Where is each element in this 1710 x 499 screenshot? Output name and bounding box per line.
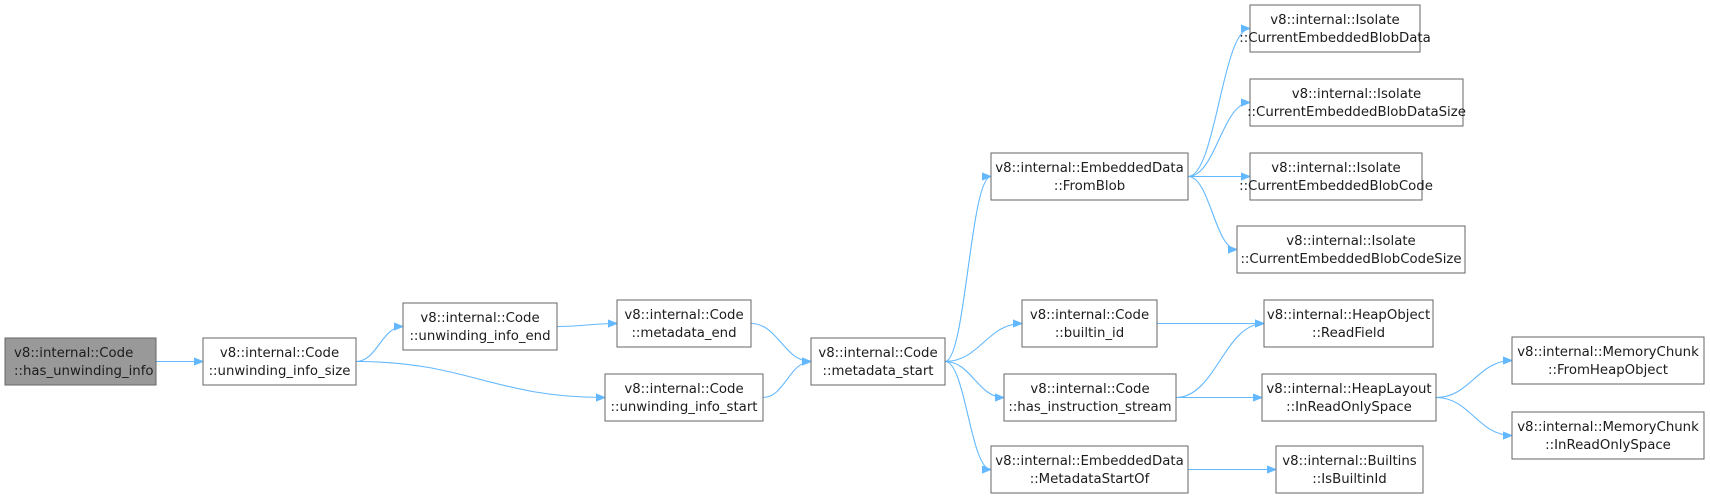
- node-function-label: ::metadata_start: [822, 364, 933, 379]
- node-function-label: ::InReadOnlySpace: [1545, 438, 1671, 453]
- node-box: [1249, 78, 1464, 127]
- node-box: [990, 445, 1189, 494]
- node-box: [202, 337, 357, 386]
- node-function-label: ::unwinding_info_size: [209, 364, 351, 379]
- node-namespace-label: v8::internal::EmbeddedData: [995, 454, 1184, 469]
- node-box: [1236, 225, 1466, 274]
- node-function-label: ::metadata_end: [631, 326, 736, 341]
- node-layer: v8::internal::Code::has_unwinding_infov8…: [4, 4, 1705, 494]
- node-box: [1249, 152, 1423, 201]
- node-blob-data-size[interactable]: v8::internal::Isolate::CurrentEmbeddedBl…: [1247, 78, 1466, 127]
- node-namespace-label: v8::internal::Code: [220, 346, 339, 361]
- node-unwinding-info-size[interactable]: v8::internal::Code::unwinding_info_size: [202, 337, 357, 386]
- node-function-label: ::IsBuiltinId: [1312, 472, 1386, 487]
- edge-from-blob-to-blob-data-size: [1187, 103, 1251, 178]
- edge-metadata-start-to-metadata-start-of: [944, 360, 992, 470]
- node-function-label: ::unwinding_info_end: [409, 329, 550, 344]
- node-box: [402, 302, 558, 351]
- node-function-label: ::has_unwinding_info: [14, 364, 154, 379]
- node-namespace-label: v8::internal::Code: [1030, 382, 1149, 397]
- node-blob-code-size[interactable]: v8::internal::Isolate::CurrentEmbeddedBl…: [1236, 225, 1466, 274]
- node-from-blob[interactable]: v8::internal::EmbeddedData::FromBlob: [990, 152, 1189, 201]
- node-function-label: ::InReadOnlySpace: [1286, 400, 1412, 415]
- node-namespace-label: v8::internal::Isolate: [1286, 234, 1416, 249]
- node-function-label: ::unwinding_info_start: [610, 400, 757, 415]
- node-blob-data[interactable]: v8::internal::Isolate::CurrentEmbeddedBl…: [1239, 4, 1431, 53]
- edge-unwinding-info-end-to-metadata-end: [556, 324, 617, 327]
- node-is-builtin-id[interactable]: v8::internal::Builtins::IsBuiltinId: [1275, 445, 1424, 494]
- node-box: [4, 337, 157, 386]
- node-function-label: ::ReadField: [1312, 326, 1385, 341]
- node-box: [1021, 299, 1158, 348]
- node-box: [1249, 4, 1421, 53]
- node-namespace-label: v8::internal::Isolate: [1271, 161, 1401, 176]
- node-box: [810, 337, 946, 386]
- node-namespace-label: v8::internal::Code: [14, 346, 133, 361]
- edge-metadata-start-to-builtin-id: [944, 324, 1022, 363]
- node-namespace-label: v8::internal::Isolate: [1270, 13, 1400, 28]
- node-function-label: ::FromHeapObject: [1548, 363, 1668, 378]
- node-function-label: ::has_instruction_stream: [1008, 400, 1171, 415]
- node-unwinding-info-start[interactable]: v8::internal::Code::unwinding_info_start: [604, 373, 764, 422]
- edge-metadata-start-to-has-instruction-stream: [944, 360, 1004, 398]
- node-box: [1003, 373, 1177, 422]
- node-blob-code[interactable]: v8::internal::Isolate::CurrentEmbeddedBl…: [1239, 152, 1433, 201]
- node-metadata-end[interactable]: v8::internal::Code::metadata_end: [616, 299, 752, 348]
- node-namespace-label: v8::internal::Code: [624, 382, 743, 397]
- node-function-label: ::builtin_id: [1055, 326, 1124, 341]
- edge-in-read-only-space-to-from-heap-object: [1435, 361, 1512, 399]
- node-namespace-label: v8::internal::Code: [1030, 308, 1149, 323]
- node-unwinding-info-end[interactable]: v8::internal::Code::unwinding_info_end: [402, 302, 558, 351]
- node-box: [1511, 336, 1705, 385]
- edge-unwinding-info-size-to-unwinding-info-end: [355, 327, 404, 363]
- node-from-heap-object[interactable]: v8::internal::MemoryChunk::FromHeapObjec…: [1511, 336, 1705, 385]
- node-namespace-label: v8::internal::Code: [818, 346, 937, 361]
- node-function-label: ::CurrentEmbeddedBlobCode: [1239, 179, 1433, 194]
- node-has-instruction-stream[interactable]: v8::internal::Code::has_instruction_stre…: [1003, 373, 1177, 422]
- node-namespace-label: v8::internal::Code: [624, 308, 743, 323]
- edge-metadata-start-to-from-blob: [944, 177, 992, 363]
- edge-from-blob-to-blob-data: [1187, 29, 1251, 178]
- node-namespace-label: v8::internal::HeapObject: [1267, 308, 1430, 323]
- node-box: [1263, 299, 1434, 348]
- node-namespace-label: v8::internal::Isolate: [1292, 87, 1422, 102]
- edge-unwinding-info-size-to-unwinding-info-start: [355, 360, 605, 398]
- node-has-unwinding-info[interactable]: v8::internal::Code::has_unwinding_info: [4, 337, 157, 386]
- node-metadata-start[interactable]: v8::internal::Code::metadata_start: [810, 337, 946, 386]
- node-namespace-label: v8::internal::EmbeddedData: [995, 161, 1184, 176]
- node-function-label: ::FromBlob: [1054, 179, 1125, 194]
- node-box: [1511, 411, 1705, 460]
- node-function-label: ::CurrentEmbeddedBlobCodeSize: [1240, 252, 1461, 267]
- edge-from-blob-to-blob-code-size: [1187, 175, 1238, 250]
- edge-layer: [156, 29, 1512, 470]
- node-function-label: ::MetadataStartOf: [1030, 472, 1150, 487]
- edge-has-instruction-stream-to-read-field: [1175, 324, 1264, 399]
- edge-metadata-end-to-metadata-start: [750, 322, 811, 362]
- node-namespace-label: v8::internal::MemoryChunk: [1517, 420, 1699, 435]
- node-builtin-id[interactable]: v8::internal::Code::builtin_id: [1021, 299, 1158, 348]
- node-box: [990, 152, 1189, 201]
- node-namespace-label: v8::internal::Builtins: [1282, 454, 1417, 469]
- node-namespace-label: v8::internal::Code: [420, 311, 539, 326]
- node-namespace-label: v8::internal::HeapLayout: [1266, 382, 1431, 397]
- node-function-label: ::CurrentEmbeddedBlobDataSize: [1247, 105, 1466, 120]
- edge-in-read-only-space-to-chunk-in-ro-space: [1435, 396, 1512, 436]
- node-in-read-only-space[interactable]: v8::internal::HeapLayout::InReadOnlySpac…: [1261, 373, 1437, 422]
- node-read-field[interactable]: v8::internal::HeapObject::ReadField: [1263, 299, 1434, 348]
- node-box: [1261, 373, 1437, 422]
- node-function-label: ::CurrentEmbeddedBlobData: [1239, 31, 1431, 46]
- node-box: [1275, 445, 1424, 494]
- node-namespace-label: v8::internal::MemoryChunk: [1517, 345, 1699, 360]
- node-metadata-start-of[interactable]: v8::internal::EmbeddedData::MetadataStar…: [990, 445, 1189, 494]
- node-box: [604, 373, 764, 422]
- node-chunk-in-ro-space[interactable]: v8::internal::MemoryChunk::InReadOnlySpa…: [1511, 411, 1705, 460]
- edge-unwinding-info-start-to-metadata-start: [762, 362, 812, 399]
- node-box: [616, 299, 752, 348]
